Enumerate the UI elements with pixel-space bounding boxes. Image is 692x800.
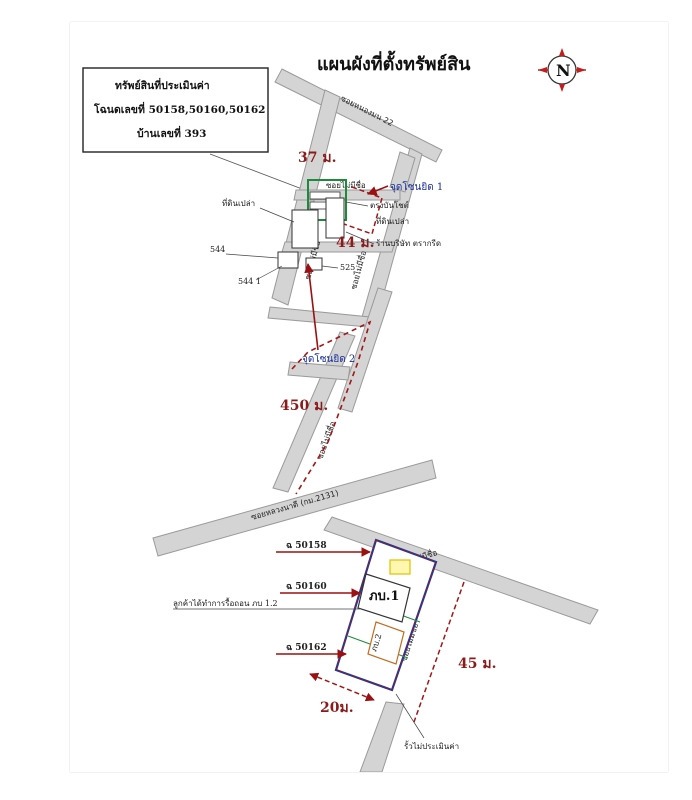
view-point-2-label: จุดโซนยิด 2 [302,352,355,365]
label-525: 525 [340,263,355,272]
map-sheet: แผนผังที่ตั้งทรัพย์สิน N ทรัพย์สินที่ประ… [70,22,668,772]
view-point-1-arrow [367,185,389,196]
location-map: แผนผังที่ตั้งทรัพย์สิน N ทรัพย์สินที่ประ… [82,48,599,772]
view-point-1-label: จุดโซนยิด 1 [390,180,443,193]
building-1-label: ภบ.1 [369,589,399,604]
dim-45: 45 ม. [458,656,496,672]
compass-letter: N [556,61,571,80]
label-shop: ตรงบันโชต์ [370,200,409,210]
upper-leader-lines [225,201,375,281]
subject-parcel-lower [334,538,438,692]
dim-37: 37 ม. [298,150,336,166]
info-line-2: โฉนดเลขที่ 50158,50160,50162 [93,101,265,116]
fence-label: รั้วไม่ประเมินค่า [404,740,459,751]
dim-450: 450 ม. [280,398,328,414]
upper-parcels [277,179,347,271]
property-info-box: ทรัพย์สินที่ประเมินค่า โฉนดเลขที่ 50158,… [82,67,269,153]
north-arrow-icon: N [538,48,586,92]
upper-road-network [267,68,443,493]
label-544: 544 [210,245,225,254]
fence-leader [395,693,425,739]
view-point-2-arrow [304,263,319,351]
label-store: ร้านบริษัท ตรากรีด [376,239,441,248]
demolition-label: ลูกค้าได้ทำการรื้อถอน ภบ 1.2 [173,597,278,609]
dim-44: 44 ม. [336,235,374,251]
deed-50160: ฉ 50160 [286,582,327,592]
label-544-1: 544 1 [238,277,261,286]
dim-20-line [309,672,375,702]
map-title: แผนผังที่ตั้งทรัพย์สิน [317,50,471,75]
dim-45-line [413,581,465,723]
info-box-leader [209,153,311,193]
subject-outline-upper [343,186,383,235]
deed-50158: ฉ 50158 [286,541,327,551]
deed-50162: ฉ 50162 [286,643,327,653]
info-line-1: ทรัพย์สินที่ประเมินค่า [115,77,210,92]
dim-20: 20ม. [320,700,354,716]
lower-road-network [323,516,599,772]
label-vacant-left: ที่ดินเปล่า [222,197,255,208]
route-dashed-line [291,320,372,495]
info-line-3: บ้านเลขที่ 393 [137,125,206,140]
label-vacant-right: ที่ดินเปล่า [376,215,409,226]
